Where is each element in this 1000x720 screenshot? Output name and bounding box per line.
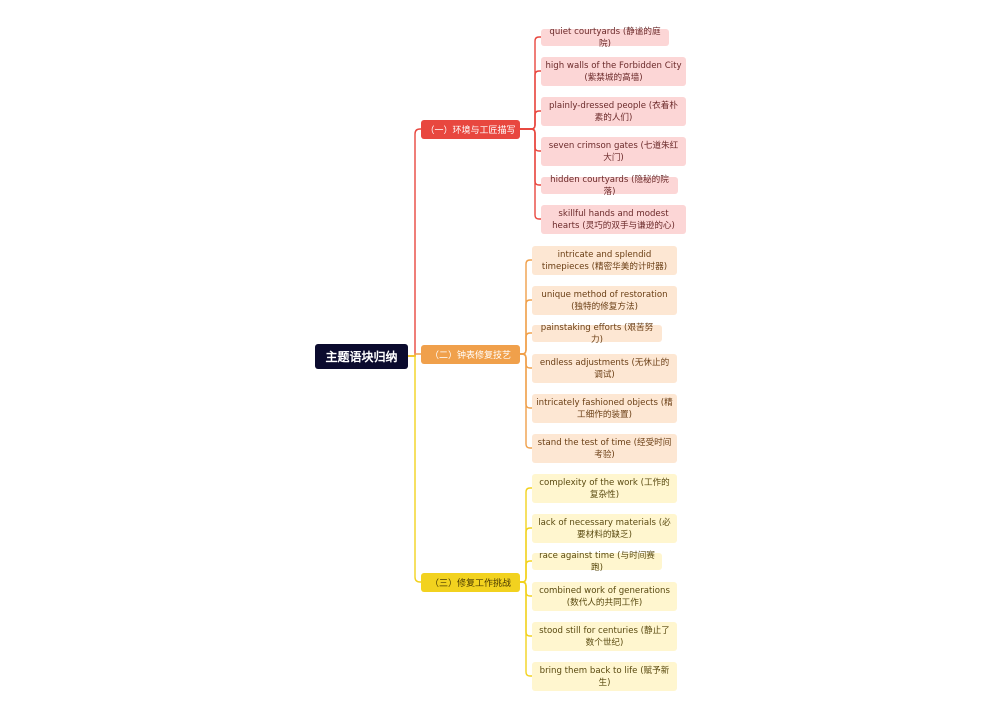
branch-connector-1 xyxy=(408,128,421,357)
leaf-connector-2-6 xyxy=(520,353,532,449)
leaf-challenge-4[interactable]: combined work of generations (数代人的共同工作) xyxy=(532,582,677,611)
leaf-connector-1-5 xyxy=(520,128,541,186)
leaf-challenge-1[interactable]: complexity of the work (工作的复杂性) xyxy=(532,474,677,503)
leaf-clock-3[interactable]: painstaking efforts (艰苦努力) xyxy=(532,323,662,345)
leaf-connector-1-2 xyxy=(520,70,541,130)
leaf-challenge-2[interactable]: lack of necessary materials (必要材料的缺乏) xyxy=(532,514,677,543)
leaf-environment-4[interactable]: seven crimson gates (七道朱红大门) xyxy=(541,137,686,166)
leaf-clock-5[interactable]: intricately fashioned objects (精工细作的装置) xyxy=(532,394,677,423)
leaf-environment-6[interactable]: skillful hands and modest hearts (灵巧的双手与… xyxy=(541,205,686,234)
leaf-environment-1[interactable]: quiet courtyards (静谧的庭院) xyxy=(541,27,669,49)
leaf-clock-2[interactable]: unique method of restoration (独特的修复方法) xyxy=(532,286,677,315)
root-topic[interactable]: 主题语块归纳 xyxy=(315,344,408,369)
leaf-environment-2[interactable]: high walls of the Forbidden City (紫禁城的高墙… xyxy=(541,57,686,86)
branch-connector-3 xyxy=(408,355,421,583)
leaf-challenge-3[interactable]: race against time (与时间赛跑) xyxy=(532,551,662,573)
leaf-clock-4[interactable]: endless adjustments (无休止的调试) xyxy=(532,354,677,383)
leaf-environment-5[interactable]: hidden courtyards (隐秘的院落) xyxy=(541,175,678,197)
leaf-connector-2-3 xyxy=(520,332,532,355)
leaf-connector-3-3 xyxy=(520,560,532,583)
leaf-clock-1[interactable]: intricate and splendid timepieces (精密华美的… xyxy=(532,246,677,275)
branch-environment[interactable]: （一）环境与工匠描写 xyxy=(421,120,520,139)
branch-challenges[interactable]: （三）修复工作挑战 xyxy=(421,573,520,592)
leaf-connector-1-1 xyxy=(520,36,541,130)
branch-clock-restoration[interactable]: （二）钟表修复技艺 xyxy=(421,345,520,364)
leaf-connector-1-6 xyxy=(520,128,541,220)
leaf-connector-3-6 xyxy=(520,581,532,677)
leaf-challenge-5[interactable]: stood still for centuries (静止了数个世纪) xyxy=(532,622,677,651)
leaf-clock-6[interactable]: stand the test of time (经受时间考验) xyxy=(532,434,677,463)
leaf-connector-1-3 xyxy=(520,110,541,130)
leaf-connector-1-4 xyxy=(520,128,541,152)
leaf-challenge-6[interactable]: bring them back to life (赋予新生) xyxy=(532,662,677,691)
leaf-environment-3[interactable]: plainly-dressed people (衣着朴素的人们) xyxy=(541,97,686,126)
